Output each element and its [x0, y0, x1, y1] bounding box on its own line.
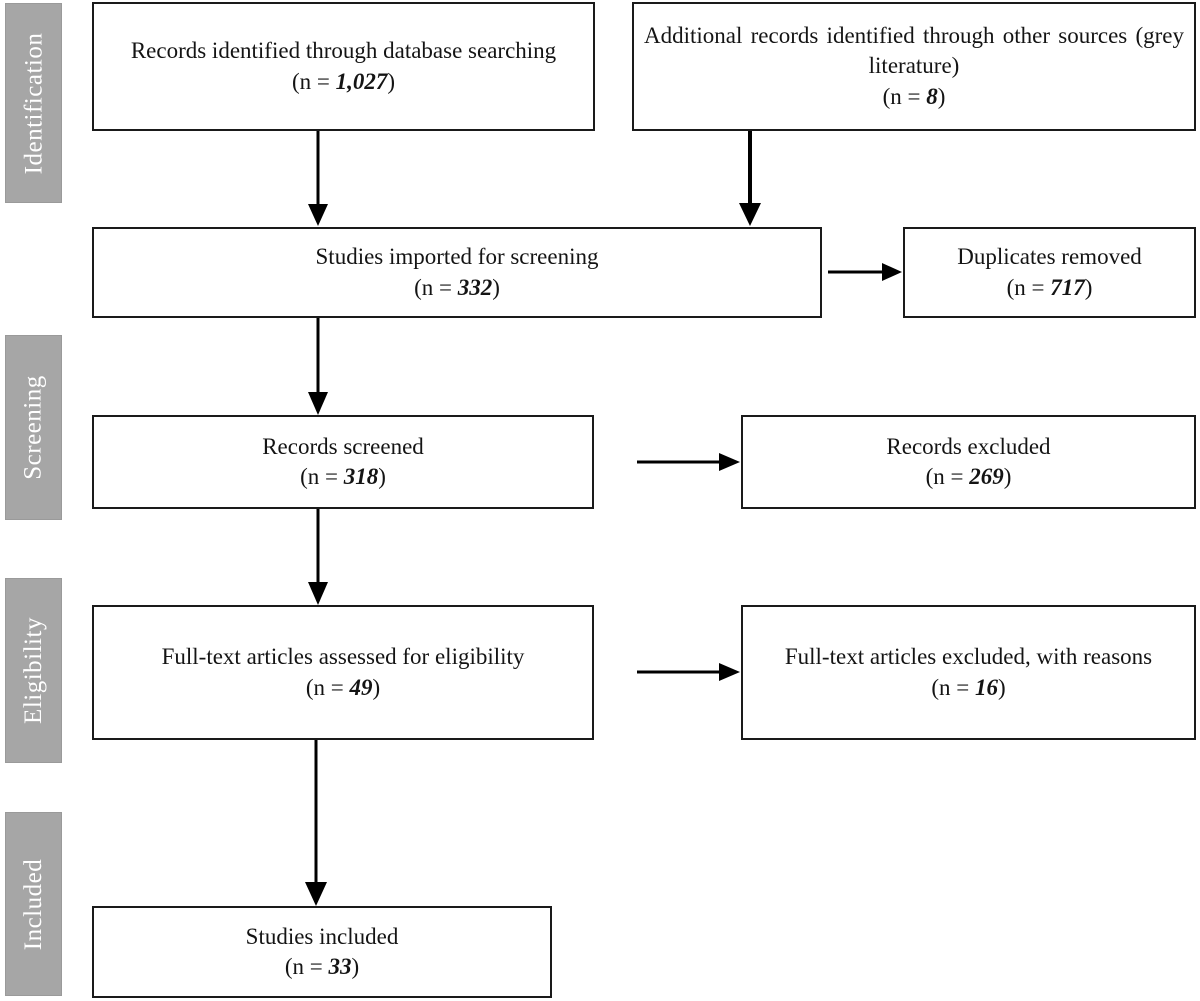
arrow-right-imported-to-duplicates: [828, 258, 904, 286]
box-text: Studies imported for screening: [315, 244, 599, 270]
arrow-down-screened-to-fulltext: [300, 509, 336, 606]
count-suffix: ): [372, 674, 381, 700]
count-value: 269: [969, 464, 1004, 489]
count-suffix: ): [378, 464, 386, 489]
box-text: Records excluded: [886, 433, 1051, 459]
count-prefix: (n =: [300, 464, 344, 489]
count-suffix: ): [492, 274, 500, 300]
count-value: 332: [457, 274, 493, 300]
box-count: (n = 1,027): [292, 67, 395, 97]
box-count: (n = 717): [1007, 273, 1093, 303]
box-fulltext-excluded: Full-text articles excluded, with reason…: [741, 605, 1196, 740]
count-prefix: (n =: [925, 464, 970, 489]
stage-label-identification: Identification: [20, 32, 48, 174]
count-prefix: (n =: [1006, 274, 1051, 300]
stage-bar-included: Included: [5, 812, 62, 996]
box-count: (n = 318): [300, 462, 386, 492]
box-studies-included: Studies included (n = 33): [92, 906, 552, 998]
box-duplicates-removed: Duplicates removed (n = 717): [903, 227, 1196, 318]
count-value: 49: [349, 674, 373, 700]
count-value: 33: [328, 954, 352, 979]
stage-label-screening: Screening: [20, 375, 47, 480]
box-additional-records-other-sources: Additional records identified through ot…: [632, 2, 1196, 131]
box-count: (n = 332): [414, 273, 500, 303]
stage-bar-screening: Screening: [5, 335, 62, 520]
box-count: (n = 49): [306, 673, 380, 703]
stage-label-included: Included: [20, 858, 47, 950]
arrow-down-other-sources-to-imported: [732, 131, 768, 227]
arrow-down-identification-to-imported: [300, 131, 336, 227]
box-text: Records screened: [262, 433, 424, 459]
box-text: Records identified through database sear…: [130, 38, 557, 64]
box-records-screened: Records screened (n = 318): [92, 415, 594, 509]
box-count: (n = 16): [931, 673, 1005, 703]
box-text: Studies included: [245, 923, 399, 949]
arrow-down-fulltext-to-included: [298, 740, 334, 907]
box-count: (n = 8): [883, 82, 946, 112]
count-value: 16: [974, 674, 998, 700]
count-suffix: ): [937, 83, 946, 109]
box-records-identified-database: Records identified through database sear…: [92, 2, 595, 131]
count-value: 1,027: [335, 68, 388, 94]
box-text: Duplicates removed: [957, 244, 1142, 270]
arrow-right-fulltext-to-excluded: [637, 658, 742, 686]
count-suffix: ): [1003, 464, 1012, 489]
count-value: 8: [926, 83, 938, 109]
count-suffix: ): [997, 674, 1006, 700]
count-value: 318: [343, 464, 379, 489]
count-prefix: (n =: [882, 83, 927, 109]
count-prefix: (n =: [931, 674, 975, 700]
box-fulltext-assessed: Full-text articles assessed for eligibil…: [92, 605, 594, 740]
count-suffix: ): [351, 954, 360, 979]
arrow-right-screened-to-excluded: [637, 448, 742, 476]
box-text: Additional records identified through ot…: [644, 22, 1184, 79]
box-count: (n = 269): [926, 462, 1012, 492]
arrow-down-imported-to-screened: [300, 318, 336, 416]
count-suffix: ): [387, 68, 396, 94]
box-records-excluded: Records excluded (n = 269): [741, 415, 1196, 509]
stage-bar-identification: Identification: [5, 3, 62, 203]
box-count: (n = 33): [285, 952, 359, 982]
box-text: Full-text articles assessed for eligibil…: [161, 644, 525, 670]
count-prefix: (n =: [305, 674, 350, 700]
count-prefix: (n =: [284, 954, 329, 979]
count-suffix: ): [1084, 274, 1093, 300]
count-value: 717: [1050, 274, 1085, 300]
box-studies-imported-screening: Studies imported for screening (n = 332): [92, 227, 822, 318]
count-prefix: (n =: [291, 68, 336, 94]
count-prefix: (n =: [414, 274, 458, 300]
box-text: Full-text articles excluded, with reason…: [784, 644, 1153, 670]
stage-bar-eligibility: Eligibility: [5, 578, 62, 763]
stage-label-eligibility: Eligibility: [20, 617, 47, 724]
